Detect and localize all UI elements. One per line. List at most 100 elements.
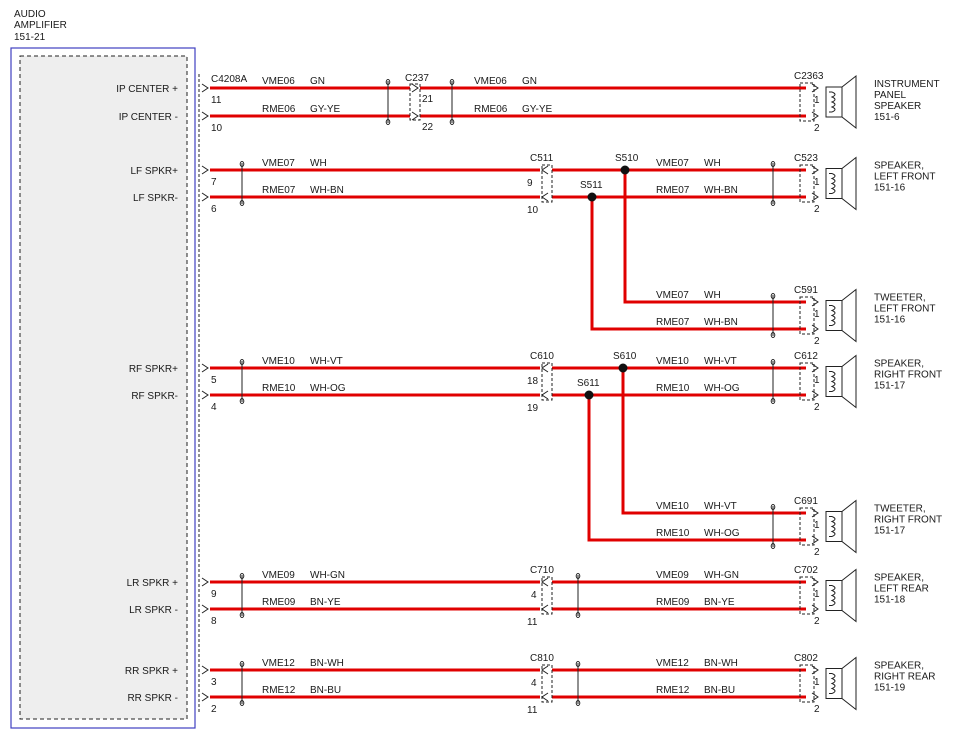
speaker-connector-shell	[799, 296, 815, 335]
amplifier-pin-label: RR SPKR -	[127, 693, 178, 704]
wire-label-circuit: RME06	[262, 104, 296, 115]
wire-label-color: BN-YE	[310, 597, 341, 608]
twisted-pair-marker	[239, 700, 245, 706]
amplifier-pin-arrow	[201, 604, 209, 614]
speaker-connector-shell	[799, 507, 815, 546]
speaker-connector-shell	[799, 576, 815, 615]
splice-label: S610	[613, 351, 637, 362]
wire-label-circuit: VME10	[262, 356, 295, 367]
speaker-pin-arrow	[811, 165, 819, 175]
amplifier-outer-box	[10, 47, 196, 729]
inline-connector-pin: 10	[527, 205, 539, 216]
amplifier-pin-arrow	[201, 577, 209, 587]
amplifier-pin-number: 11	[211, 95, 222, 106]
wire-label-color: BN-BU	[704, 685, 735, 696]
inline-connector-pin: 11	[527, 705, 538, 716]
speaker-name-line1: INSTRUMENT	[874, 79, 940, 90]
speaker-ref: 151-17	[874, 381, 906, 392]
twisted-pair-marker	[770, 543, 776, 549]
pin-arrow	[411, 83, 419, 93]
speaker-pin-arrow	[811, 390, 819, 400]
splice-label: S511	[580, 180, 603, 191]
speaker-pin-number: 2	[814, 204, 820, 215]
speaker-pin-arrow	[811, 692, 819, 702]
splice-dot	[587, 192, 597, 202]
pin-arrow	[541, 604, 549, 614]
wire-label-color: WH	[310, 158, 327, 169]
wire-label-color: BN-WH	[310, 658, 344, 669]
wire-label-circuit: RME12	[656, 685, 690, 696]
amplifier-title-line2: AMPLIFIER	[14, 20, 67, 31]
pin-arrow	[541, 577, 549, 587]
speaker-coil-icon	[829, 371, 836, 392]
speaker-name-line2: RIGHT FRONT	[874, 515, 942, 526]
wire-label-color: WH-OG	[704, 528, 740, 539]
twisted-pair-marker	[575, 700, 581, 706]
inline-connector-label: C237	[405, 73, 429, 84]
inline-connector-shell	[541, 362, 553, 401]
speaker-name-line2: PANEL	[874, 90, 906, 101]
wire-label-color: WH-BN	[310, 185, 344, 196]
speaker-pin-number: 2	[814, 123, 820, 134]
speaker-pin-arrow	[811, 111, 819, 121]
wire-label-circuit: RME09	[262, 597, 296, 608]
amplifier-pin-number: 8	[211, 616, 217, 627]
amplifier-pin-label: LR SPKR -	[129, 605, 178, 616]
twisted-pair-marker	[239, 200, 245, 206]
amplifier-pin-number: 10	[211, 123, 223, 134]
speaker-name-line2: RIGHT FRONT	[874, 370, 942, 381]
inline-connector-pin: 22	[422, 122, 434, 133]
twisted-pair-marker	[239, 359, 245, 365]
wire-label-circuit: VME09	[262, 570, 295, 581]
speaker-coil-icon	[829, 516, 836, 537]
wire-label-color: BN-WH	[704, 658, 738, 669]
amplifier-pin-label: IP CENTER +	[116, 84, 178, 95]
twisted-pair-marker	[770, 398, 776, 404]
amplifier-pin-label: LF SPKR+	[130, 166, 178, 177]
twisted-pair-marker	[770, 293, 776, 299]
speaker-ref: 151-19	[874, 683, 906, 694]
speaker-coil-icon	[829, 305, 836, 326]
speaker-coil-box	[825, 300, 843, 331]
speaker-coil-box	[825, 86, 843, 118]
speaker-ref: 151-16	[874, 183, 906, 194]
speaker-connector-label: C523	[794, 153, 818, 164]
twisted-pair-marker	[449, 79, 455, 85]
wire-label-circuit: RME10	[656, 383, 690, 394]
twisted-pair-marker	[770, 332, 776, 338]
twisted-pair-marker	[770, 504, 776, 510]
twisted-pair-marker	[449, 119, 455, 125]
wire-label-circuit: VME06	[474, 76, 507, 87]
twisted-pair-marker	[239, 398, 245, 404]
inline-connector-label: C810	[530, 653, 554, 664]
splice-dot	[620, 165, 630, 175]
pin-arrow	[541, 363, 549, 373]
pin-arrow	[541, 692, 549, 702]
speaker-connector-label: C691	[794, 496, 818, 507]
speaker-pin-number: 1	[814, 520, 820, 531]
speaker-connector-label: C2363	[794, 71, 824, 82]
speaker-connector-shell	[799, 82, 815, 122]
twisted-pair-marker	[239, 612, 245, 618]
amplifier-pin-label: RR SPKR +	[125, 666, 178, 677]
pin-arrow	[541, 192, 549, 202]
wire-label-color: BN-YE	[704, 597, 735, 608]
amplifier-pin-arrow	[201, 192, 209, 202]
amplifier-pin-arrow	[201, 111, 209, 121]
speaker-cone-icon	[841, 74, 857, 130]
splice-label: S510	[615, 153, 639, 164]
speaker-ref: 151-16	[874, 315, 906, 326]
speaker-name-line1: TWEETER,	[874, 504, 926, 515]
amplifier-pin-arrow	[201, 692, 209, 702]
amplifier-pin-number: 6	[211, 204, 217, 215]
inline-connector-pin: 18	[527, 376, 539, 387]
speaker-pin-arrow	[811, 508, 819, 518]
twisted-pair-marker	[770, 200, 776, 206]
wire-label-color: WH-OG	[704, 383, 740, 394]
twisted-pair-marker	[239, 573, 245, 579]
speaker-pin-number: 2	[814, 336, 820, 347]
wire-label-color: GN	[310, 76, 325, 87]
speaker-name-line1: SPEAKER,	[874, 359, 924, 370]
speaker-name-line1: SPEAKER,	[874, 573, 924, 584]
